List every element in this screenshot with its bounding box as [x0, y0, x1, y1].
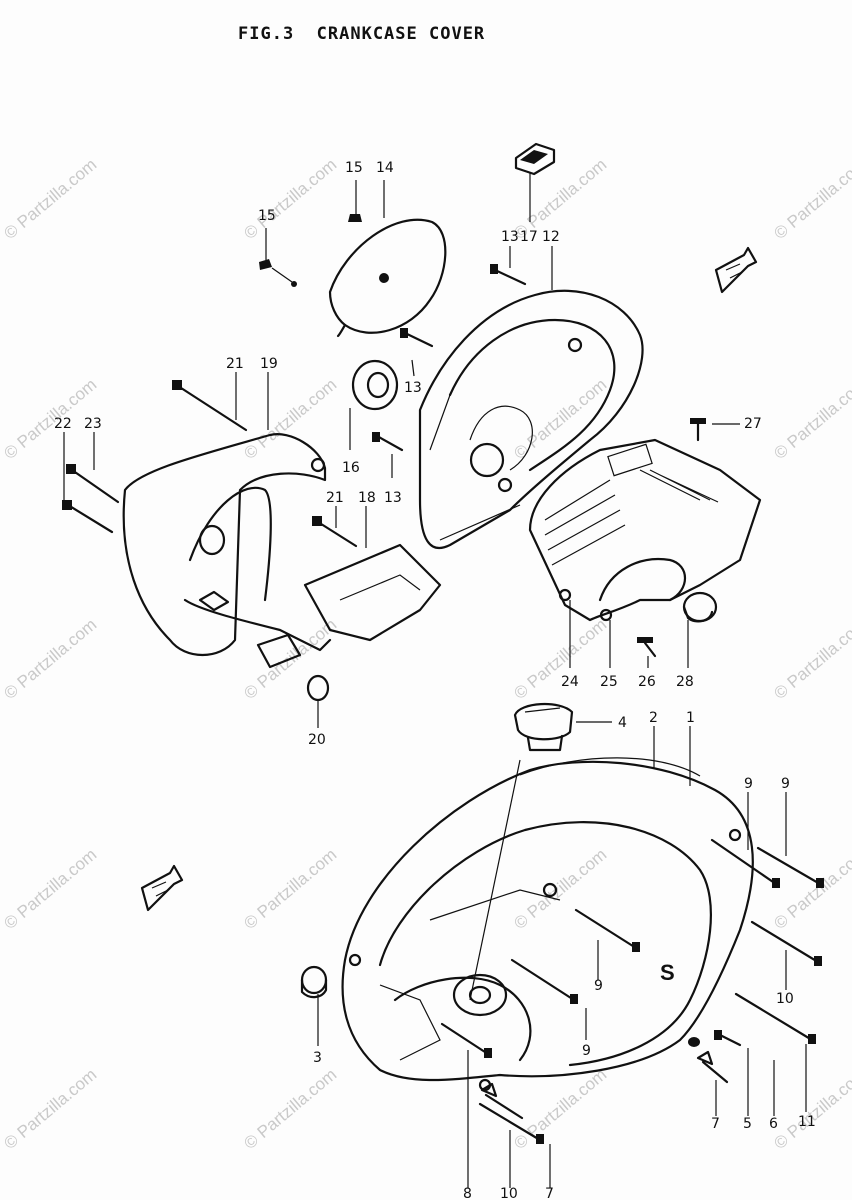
callout: 10	[500, 1186, 518, 1200]
watermark-text: © Partzilla.com	[240, 155, 340, 243]
direction-arrows	[140, 246, 758, 912]
part-4-filler-cap	[513, 702, 574, 752]
callout: 25	[600, 674, 618, 690]
watermark-text: © Partzilla.com	[0, 155, 100, 243]
part-17-grommet	[514, 142, 556, 176]
callout: 21	[326, 490, 344, 506]
watermark-text: © Partzilla.com	[240, 1065, 340, 1153]
watermark-text: © Partzilla.com	[240, 845, 340, 933]
callout: 21	[226, 356, 244, 372]
callout: 3	[313, 1050, 322, 1066]
callout: 15	[345, 160, 363, 176]
callout: 4	[618, 715, 627, 731]
callout: 13	[404, 380, 422, 396]
part-19-housing	[122, 433, 332, 669]
callout: 13	[384, 490, 402, 506]
part-28-cap	[682, 591, 718, 623]
callout: 24	[561, 674, 579, 690]
callout: 13	[501, 229, 519, 245]
part-13-screws	[372, 264, 527, 452]
part-3-dowel	[300, 965, 328, 999]
callout: 28	[676, 674, 694, 690]
callout: 18	[358, 490, 376, 506]
callout: 12	[542, 229, 560, 245]
callout: 20	[308, 732, 326, 748]
watermark-text: © Partzilla.com	[0, 845, 100, 933]
part-2-gasket	[519, 757, 701, 777]
part-20-spacer	[306, 674, 330, 702]
callout: 17	[520, 229, 538, 245]
callout: 9	[594, 978, 603, 994]
part-16-oil-seal	[351, 359, 399, 411]
callout: 9	[582, 1043, 591, 1059]
part-15-screws	[259, 214, 362, 287]
watermark-text: © Partzilla.com	[770, 155, 852, 243]
callout: 14	[376, 160, 394, 176]
part-12-generator-cover	[418, 289, 644, 550]
callout: 7	[545, 1186, 554, 1200]
callout: 1	[686, 710, 695, 726]
part-21-22-23-bolts	[62, 380, 358, 548]
figure-title: FIG.3 CRANKCASE COVER	[238, 24, 486, 44]
callout: 5	[743, 1116, 752, 1132]
watermark-text: © Partzilla.com	[510, 1065, 610, 1153]
watermark-text: © Partzilla.com	[510, 845, 610, 933]
svg-text:S: S	[660, 960, 675, 985]
callout: 19	[260, 356, 278, 372]
part-24-25-cover	[528, 438, 762, 622]
watermark-text: © Partzilla.com	[770, 375, 852, 463]
part-1-crankcase-cover: S	[341, 760, 754, 1092]
callout: 22	[54, 416, 72, 432]
watermark-text: © Partzilla.com	[240, 375, 340, 463]
watermark-text: © Partzilla.com	[770, 1065, 852, 1153]
callout: 10	[776, 991, 794, 1007]
callout: 9	[744, 776, 753, 792]
callout: 8	[463, 1186, 472, 1200]
watermark-text: © Partzilla.com	[770, 615, 852, 703]
callout: 16	[342, 460, 360, 476]
callout: 9	[781, 776, 790, 792]
callout: 26	[638, 674, 656, 690]
part-26-27-screws	[637, 418, 706, 658]
part-9-10-11-bolts	[440, 838, 824, 1144]
callout: 7	[711, 1116, 720, 1132]
leader-lines	[63, 172, 807, 1188]
watermark-text: © Partzilla.com	[770, 845, 852, 933]
callout-labels: 15 14 15 13 17 12 21 19 13 16 22 23 21 1…	[54, 160, 816, 1200]
callout: 6	[769, 1116, 778, 1132]
callout: 15	[258, 208, 276, 224]
watermark-text: © Partzilla.com	[0, 1065, 100, 1153]
watermark-text: © Partzilla.com	[0, 615, 100, 703]
part-18-plate	[303, 543, 442, 642]
callout: 11	[798, 1114, 816, 1130]
part-5-6-7-fasteners	[480, 1030, 742, 1120]
callout: 2	[649, 710, 658, 726]
part-14-cover-plate	[328, 218, 447, 338]
callout: 27	[744, 416, 762, 432]
callout: 23	[84, 416, 102, 432]
